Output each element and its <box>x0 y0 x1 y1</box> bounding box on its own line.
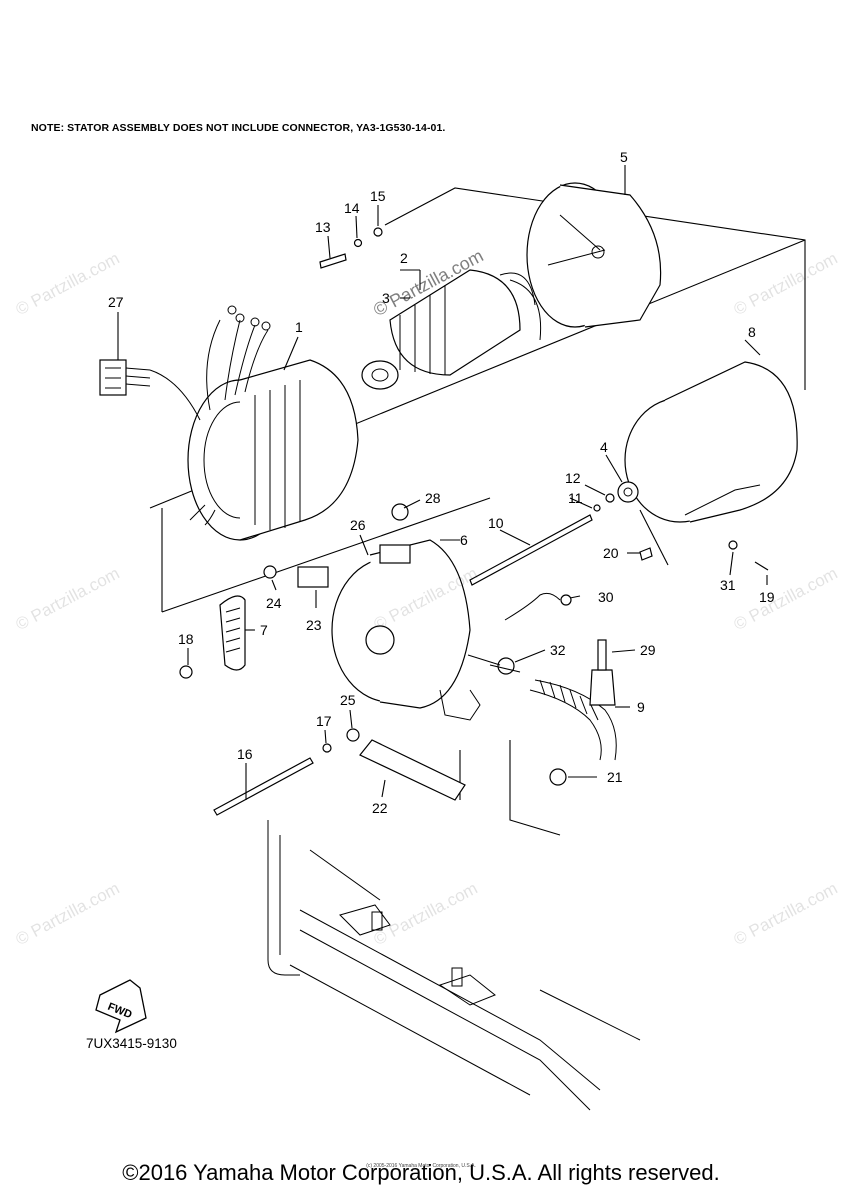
cover-8 <box>624 361 798 523</box>
callout-11: 11 <box>568 490 583 506</box>
callout-10: 10 <box>488 515 504 531</box>
callout-30: 30 <box>598 589 614 605</box>
connector-27 <box>99 359 151 396</box>
callout-23: 23 <box>306 617 322 633</box>
generator-frame <box>267 820 641 1111</box>
callout-15: 15 <box>370 188 386 204</box>
callout-2: 2 <box>400 250 408 266</box>
callout-6: 6 <box>460 532 468 548</box>
callout-24: 24 <box>266 595 282 611</box>
fwd-arrow-icon: FWD <box>95 979 147 1034</box>
callout-21: 21 <box>607 769 623 785</box>
callout-17: 17 <box>316 713 332 729</box>
callout-18: 18 <box>178 631 194 647</box>
callout-13: 13 <box>315 219 331 235</box>
callout-20: 20 <box>603 545 619 561</box>
callout-1: 1 <box>295 319 303 335</box>
stator-1 <box>149 305 359 541</box>
callout-31: 31 <box>720 577 736 593</box>
rotor-2 <box>361 269 542 390</box>
callout-4: 4 <box>600 439 608 455</box>
guard-7 <box>219 595 246 671</box>
bracket-6 <box>331 539 481 721</box>
callout-32: 32 <box>550 642 566 658</box>
callout-16: 16 <box>237 746 253 762</box>
callout-28: 28 <box>425 490 441 506</box>
callout-8: 8 <box>748 324 756 340</box>
callouts: 1 2 3 4 5 6 7 8 9 10 11 12 13 14 15 16 1… <box>108 149 775 816</box>
callout-14: 14 <box>344 200 360 216</box>
callout-27: 27 <box>108 294 124 310</box>
callout-22: 22 <box>372 800 388 816</box>
fan-cover-5 <box>526 182 662 328</box>
leader-lines <box>117 165 768 800</box>
copyright-notice: ©2016 Yamaha Motor Corporation, U.S.A. A… <box>122 1160 720 1185</box>
callout-25: 25 <box>340 692 356 708</box>
callout-3: 3 <box>382 290 390 306</box>
callout-29: 29 <box>640 642 656 658</box>
small-parts <box>179 227 769 816</box>
callout-5: 5 <box>620 149 628 165</box>
small-copyright: (c) 2005-2016 Yamaha Motor Corporation, … <box>366 1163 476 1169</box>
figure-code: 7UX3415-9130 <box>86 1036 177 1051</box>
callout-12: 12 <box>565 470 581 486</box>
hose-9 <box>529 639 617 761</box>
callout-26: 26 <box>350 517 366 533</box>
callout-19: 19 <box>759 589 775 605</box>
stator-note: NOTE: STATOR ASSEMBLY DOES NOT INCLUDE C… <box>31 122 446 134</box>
callout-9: 9 <box>637 699 645 715</box>
callout-7: 7 <box>260 622 268 638</box>
